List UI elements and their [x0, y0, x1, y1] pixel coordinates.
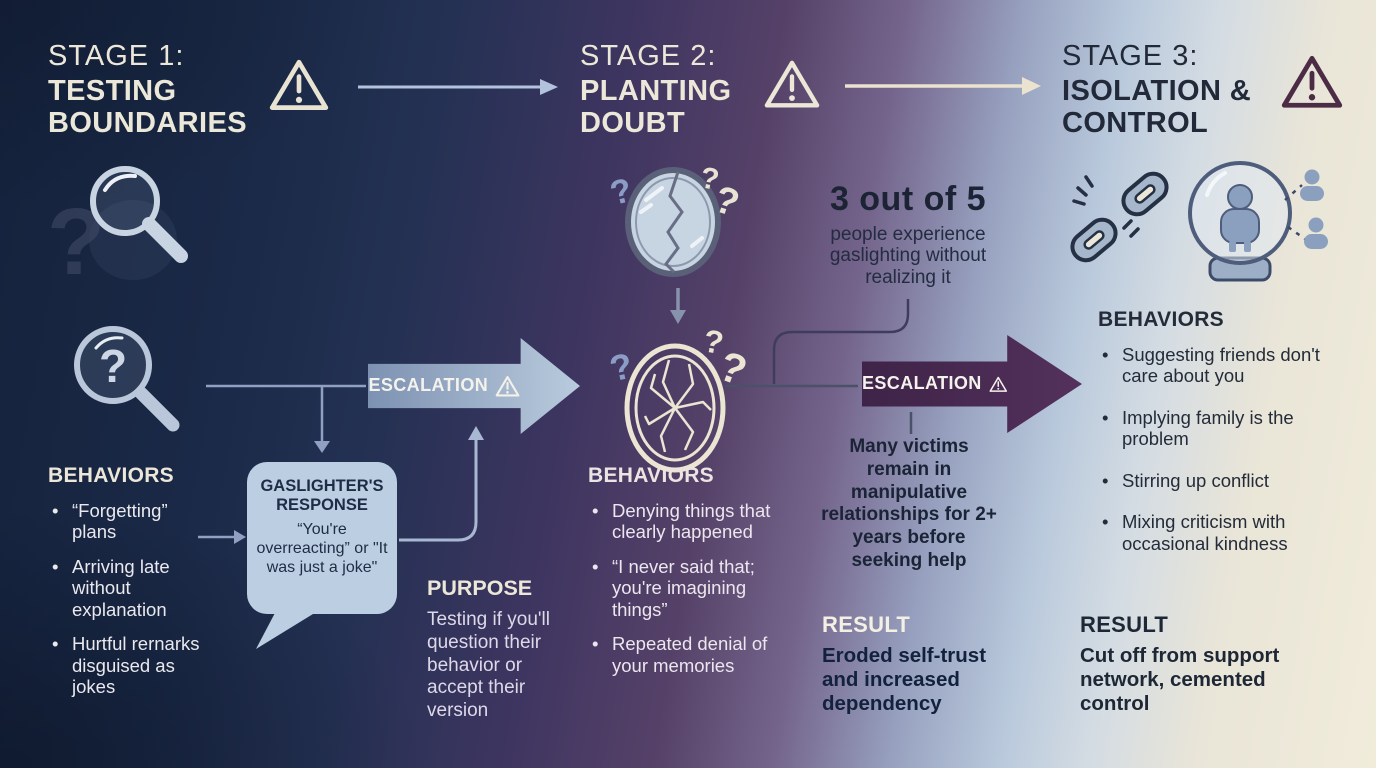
stage1-purpose: PURPOSE Testing if you'll question their… [427, 576, 581, 723]
speech-bubble-tail [256, 611, 313, 649]
victims-note: Many victims remain in manipulative rela… [821, 436, 997, 571]
purpose-text: Testing if you'll question their behavio… [427, 609, 550, 722]
isolated-person-icon [1300, 169, 1324, 201]
warning-triangle-icon [763, 58, 821, 110]
behavior-item: Hurtful rernarks disguised as jokes [48, 633, 216, 697]
arrowhead-stage1-to-stage2 [540, 79, 558, 95]
warning-triangle-icon [1280, 53, 1344, 111]
warning-triangle-icon [495, 375, 520, 398]
behaviors-list: Suggesting friends don't care about you … [1098, 344, 1322, 554]
warning-triangle-icon [268, 57, 330, 113]
behavior-item: Repeated denial of your memories [588, 633, 798, 676]
result-heading: RESULT [1080, 612, 1169, 637]
stage2-eyebrow: STAGE 2: [580, 40, 717, 72]
stat-text: people experience gaslighting without re… [829, 224, 987, 288]
svg-text:?: ? [608, 171, 636, 213]
result-heading: RESULT [822, 612, 911, 637]
behavior-item: “Forgetting” plans [48, 500, 216, 543]
purpose-heading: PURPOSE [427, 576, 533, 600]
statistic-3-of-5: 3 out of 5 people experience gaslighting… [798, 180, 1018, 288]
stage1-eyebrow: STAGE 1: [48, 40, 185, 72]
stage1-title: STAGE 1: TESTING BOUNDARIES [48, 40, 288, 140]
stage3-result: RESULT Cut off from support network, cem… [1080, 612, 1288, 716]
behaviors-heading: BEHAVIORS [1098, 308, 1224, 331]
svg-text:?: ? [698, 161, 722, 197]
behaviors-list: Denying things that clearly happened “I … [588, 500, 798, 676]
escalation-label: ESCALATION [862, 373, 982, 394]
arrowhead-behaviors-to-bubble [234, 530, 246, 544]
behaviors-list: “Forgetting” plans Arriving late without… [48, 500, 216, 698]
broken-chain-icon [1070, 168, 1190, 280]
escalation-arrow-stage2: ESCALATION [862, 335, 1082, 433]
behaviors-heading: BEHAVIORS [588, 464, 714, 487]
result-text: Eroded self-trust and increased dependen… [822, 644, 987, 715]
behavior-item: “I never said that; you're imagining thi… [588, 556, 798, 620]
stage2-result: RESULT Eroded self-trust and increased d… [822, 612, 1014, 716]
stage1-heading: TESTING BOUNDARIES [48, 75, 247, 139]
escalation-arrow-stage1: ESCALATION [368, 338, 580, 434]
gaslighter-response-bubble: GASLIGHTER'S RESPONSE “You're overreacti… [247, 462, 397, 614]
arrowhead-stage2-to-stage3 [1022, 77, 1041, 95]
behavior-item: Mixing criticism with occasional kindnes… [1098, 511, 1322, 554]
connector-bubble-to-escalation [399, 440, 478, 542]
warning-triangle-icon [989, 376, 1008, 393]
svg-text:?: ? [99, 340, 127, 392]
cracking-mirror-icon: ? ? ? [608, 158, 743, 328]
escalation-label: ESCALATION [368, 375, 489, 396]
stage3-title: STAGE 3: ISOLATION & CONTROL [1062, 40, 1310, 140]
behavior-item: Implying family is the problem [1098, 407, 1322, 450]
bubble-heading: GASLIGHTER'S RESPONSE [260, 477, 384, 514]
stage1-behaviors: BEHAVIORS “Forgetting” plans Arriving la… [48, 464, 216, 698]
stage2-behaviors: BEHAVIORS Denying things that clearly ha… [588, 464, 798, 676]
magnifier-icon: ? [45, 162, 195, 292]
stage3-eyebrow: STAGE 3: [1062, 40, 1199, 72]
isolated-person-icon [1304, 217, 1328, 249]
stage3-behaviors: BEHAVIORS Suggesting friends don't care … [1098, 308, 1322, 554]
arrowhead-to-bubble [314, 441, 330, 453]
behaviors-heading: BEHAVIORS [48, 464, 174, 487]
svg-text:?: ? [606, 345, 636, 390]
behavior-item: Suggesting friends don't care about you [1098, 344, 1322, 387]
behavior-item: Arriving late without explanation [48, 556, 216, 620]
person-in-snow-globe-icon [1185, 155, 1350, 285]
stage2-title: STAGE 2: PLANTING DOUBT [580, 40, 785, 140]
result-text: Cut off from support network, cemented c… [1080, 644, 1280, 715]
arrowhead-bubble-to-escalation [468, 426, 484, 440]
stage2-heading: PLANTING DOUBT [580, 75, 732, 139]
behavior-item: Stirring up conflict [1098, 470, 1322, 492]
behavior-item: Denying things that clearly happened [588, 500, 798, 543]
shattered-mirror-icon: ? ? ? [605, 316, 750, 491]
svg-text:?: ? [701, 322, 727, 361]
bubble-quote: “You're overreacting” or "It was just a … [256, 520, 388, 576]
stat-number: 3 out of 5 [829, 180, 987, 218]
question-magnifier-icon: ? [60, 322, 195, 452]
stage3-heading: ISOLATION & CONTROL [1062, 75, 1252, 139]
